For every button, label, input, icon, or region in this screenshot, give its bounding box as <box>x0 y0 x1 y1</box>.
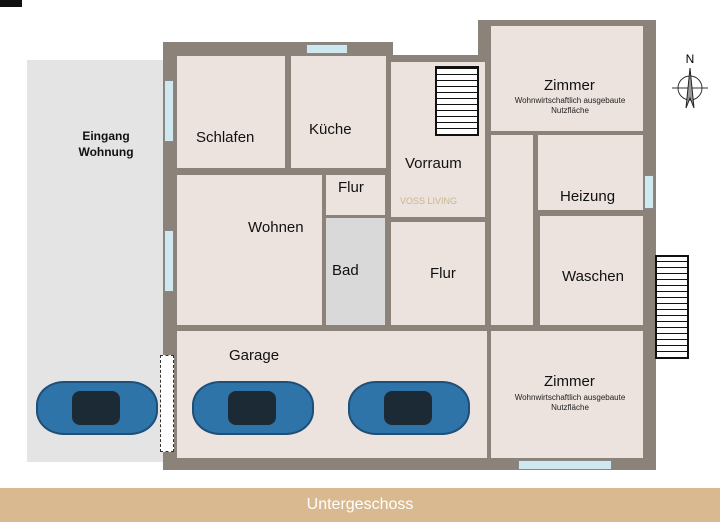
room-heizung <box>538 135 643 210</box>
label-flur: Flur <box>430 265 456 282</box>
label-zimmer-top-sub: Wohnwirtschaftlich ausgebaute Nutzfläche <box>514 96 626 115</box>
compass: N <box>670 52 710 112</box>
car <box>192 381 314 435</box>
car <box>348 381 470 435</box>
room-flur-small <box>326 175 385 215</box>
compass-rose-icon <box>672 67 708 109</box>
window <box>518 460 612 470</box>
room-hall-right <box>491 135 533 325</box>
label-bad: Bad <box>332 262 359 279</box>
room-wohnen <box>177 175 322 325</box>
label-flur-small: Flur <box>338 179 364 196</box>
window <box>306 44 348 54</box>
footer-title: Untergeschoss <box>306 496 414 513</box>
label-schlafen: Schlafen <box>196 129 255 146</box>
label-heizung: Heizung <box>560 188 616 205</box>
label-wohnen: Wohnen <box>248 219 304 236</box>
stairs-inside <box>435 66 479 136</box>
label-zimmer-bottom-sub: Wohnwirtschaftlich ausgebaute Nutzfläche <box>514 393 626 412</box>
room-waschen <box>540 216 643 325</box>
compass-label: N <box>685 52 695 66</box>
room-bad <box>326 218 385 325</box>
label-entrance: Eingang Wohnung <box>78 129 134 159</box>
label-garage: Garage <box>229 347 280 364</box>
label-zimmer-bottom: Zimmer <box>544 373 595 390</box>
room-zimmer-bottom <box>491 331 643 458</box>
window <box>164 80 174 142</box>
label-waschen: Waschen <box>562 268 624 285</box>
room-kueche <box>291 56 386 168</box>
footer-bar: Untergeschoss <box>0 488 720 522</box>
window <box>164 230 174 292</box>
label-vorraum: Vorraum <box>405 155 462 172</box>
room-flur <box>391 222 485 325</box>
window <box>644 175 654 209</box>
label-kueche: Küche <box>309 121 352 138</box>
room-zimmer-top <box>491 26 643 131</box>
garage-door <box>160 355 174 452</box>
label-zimmer-top: Zimmer <box>544 77 595 94</box>
room-schlafen <box>177 56 285 168</box>
top-left-marker <box>0 0 22 7</box>
stairs-outside <box>655 255 689 359</box>
watermark-logo: VOSS LIVING <box>400 196 458 206</box>
car <box>36 381 158 435</box>
